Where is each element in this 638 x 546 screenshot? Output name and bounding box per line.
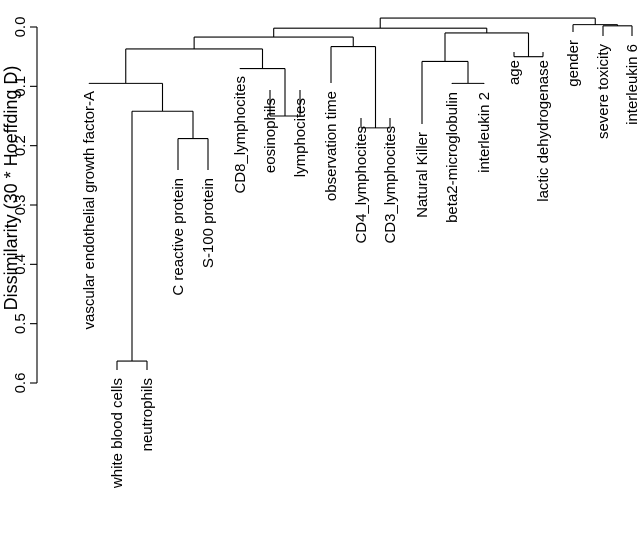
leaf-label: C reactive protein	[170, 178, 187, 296]
leaf-label: Natural Killer	[414, 132, 431, 218]
leaf-label: lymphocites	[292, 98, 309, 177]
y-tick-label: 0.4	[12, 254, 29, 275]
y-tick-label: 0.1	[12, 76, 29, 97]
y-tick-label: 0.0	[12, 17, 29, 38]
leaf-label: eosinophils	[262, 98, 279, 173]
y-tick-label: 0.2	[12, 135, 29, 156]
leaf-labels: vascular endothelial growth factor-A whit…	[81, 40, 638, 489]
leaf-label: interleukin 6	[624, 44, 638, 125]
y-tick-label: 0.3	[12, 195, 29, 216]
leaf-label: age	[506, 60, 523, 85]
leaf-label: observation time	[323, 91, 340, 201]
leaf-label: neutrophils	[139, 378, 156, 451]
leaf-label: gender	[565, 40, 582, 87]
leaf-label: CD3_lymphocites	[382, 126, 399, 244]
leaf-label: white blood cells	[109, 378, 126, 489]
dendrogram-tree	[88, 17, 633, 370]
leaf-label: CD4_lymphocites	[353, 126, 370, 244]
leaf-label: lactic dehydrogenase	[535, 60, 552, 202]
y-axis-title: Dissimilarity (30 * Hoeffding D)	[1, 66, 21, 311]
leaf-label: severe toxicity	[595, 44, 612, 140]
leaf-label: beta2-microglobulin	[444, 92, 461, 223]
leaf-label: vascular endothelial growth factor-A	[81, 91, 98, 329]
y-axis: 0.0 0.1 0.2 0.3 0.4 0.5 0.6	[12, 17, 38, 394]
leaf-label: S-100 protein	[200, 178, 217, 268]
y-tick-label: 0.6	[12, 373, 29, 394]
y-tick-label: 0.5	[12, 313, 29, 334]
leaf-label: CD8_lymphocites	[232, 76, 249, 194]
leaf-label: interleukin 2	[476, 92, 493, 173]
